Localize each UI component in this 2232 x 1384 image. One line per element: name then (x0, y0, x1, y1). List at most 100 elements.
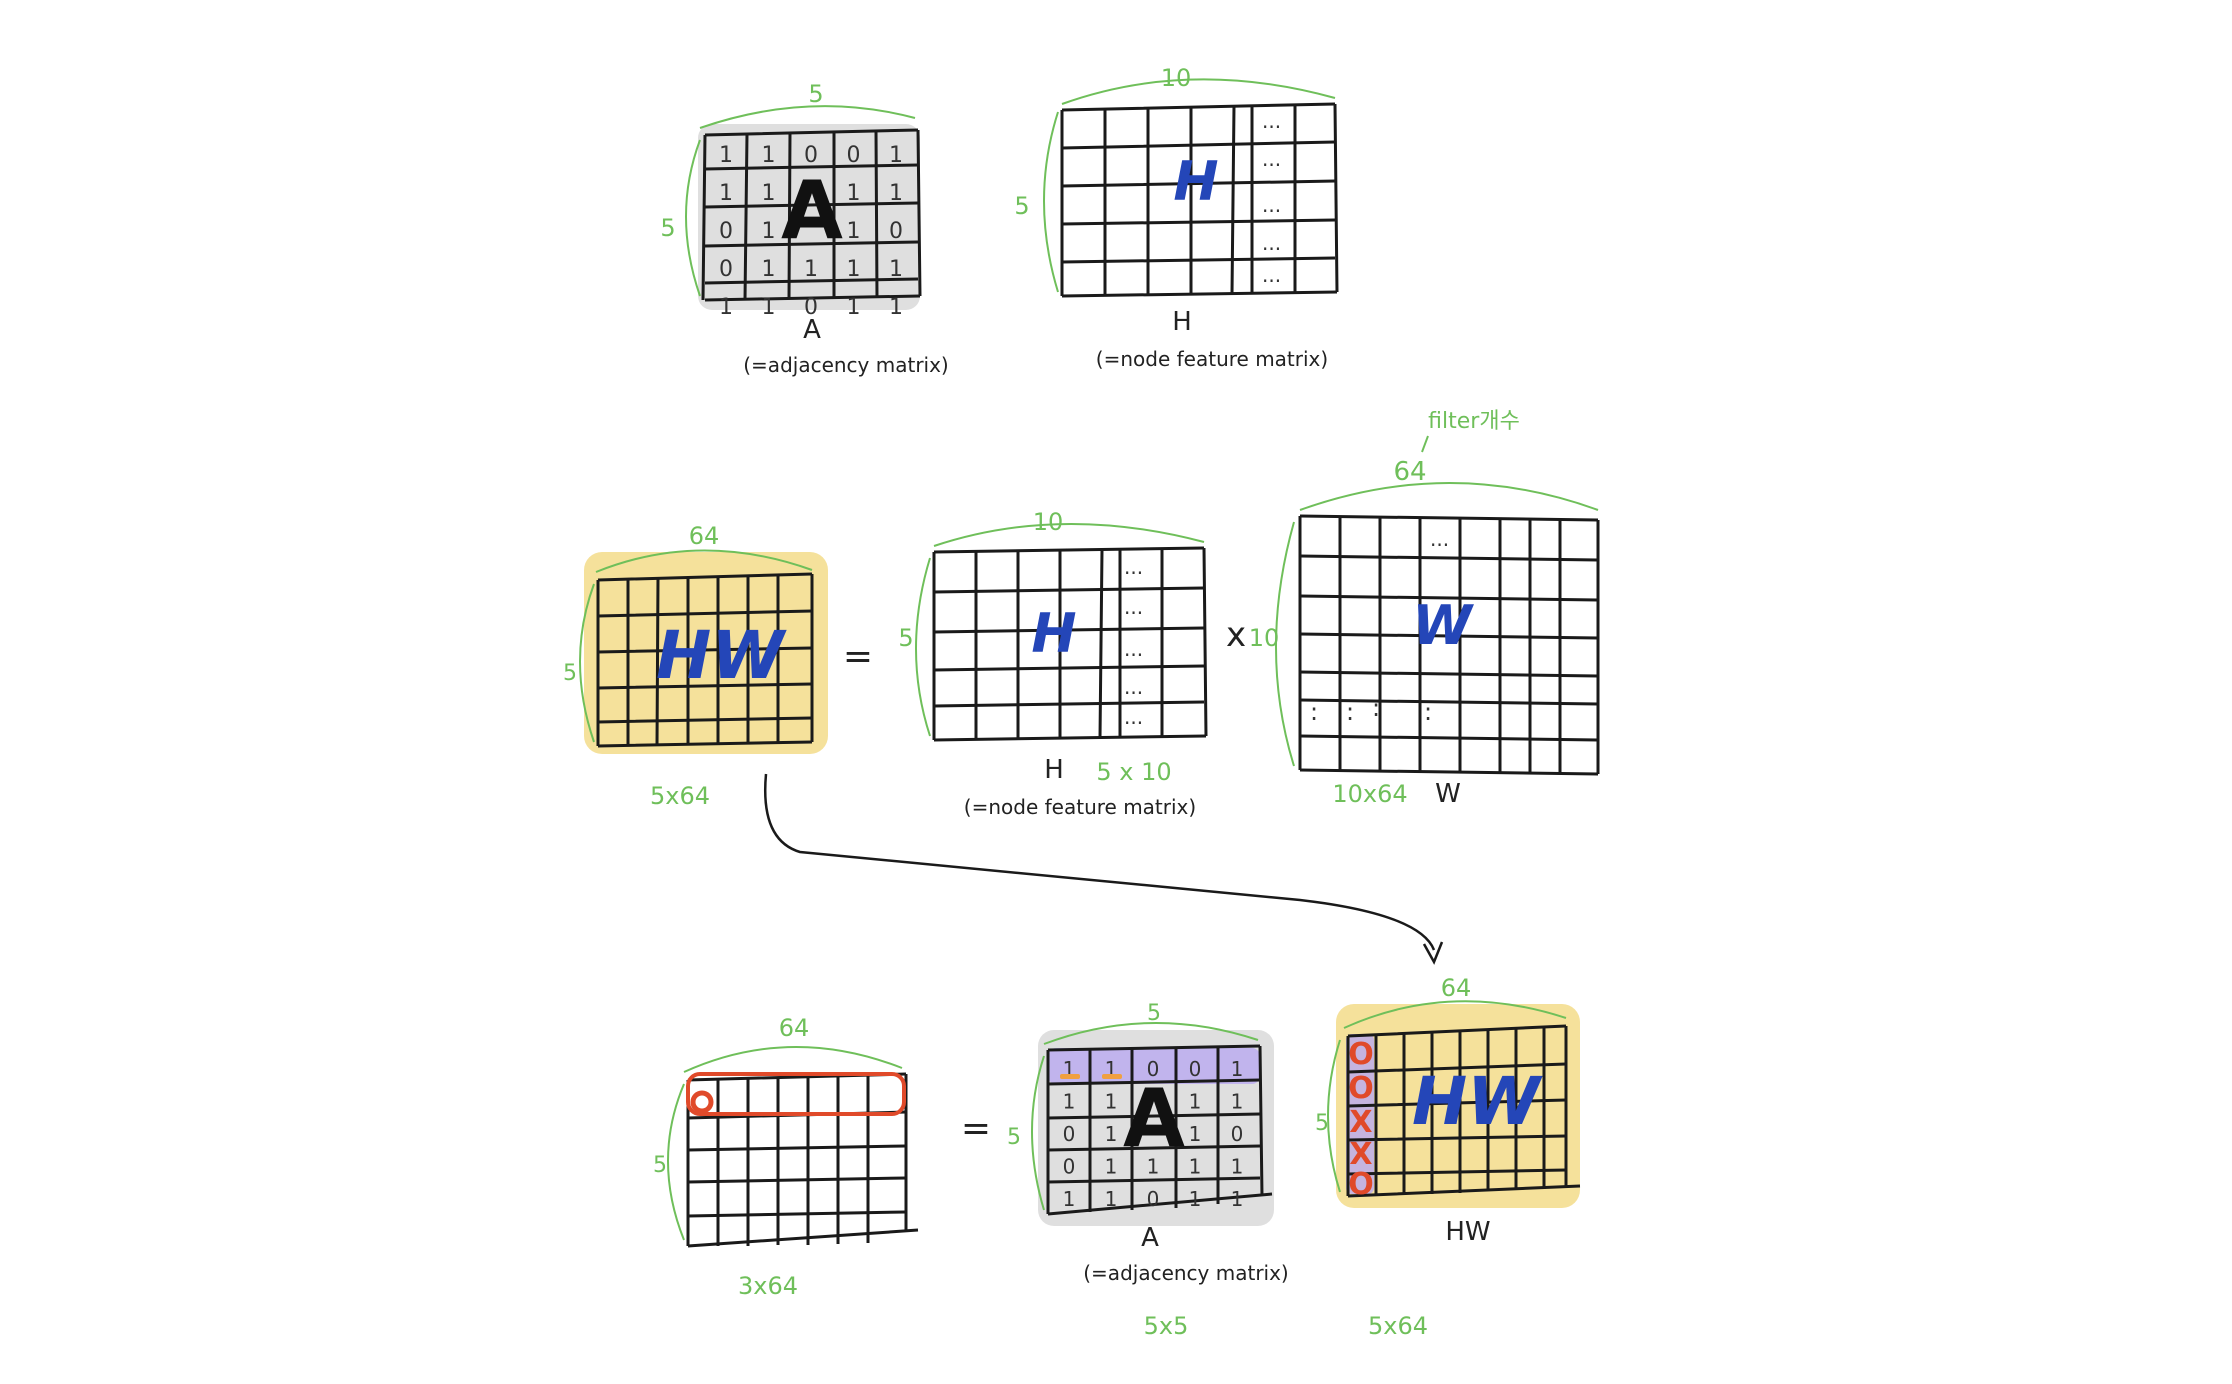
selected-row-highlight (686, 1072, 906, 1116)
left-dimension-arc (1275, 521, 1295, 767)
size-label: 5x64 (1368, 1312, 1428, 1340)
matrix-subcaption: (=node feature matrix) (1096, 347, 1328, 371)
grid (932, 546, 1208, 742)
column-mark: O (1348, 1037, 1374, 1072)
equals-sign: = (961, 1108, 991, 1149)
ellipsis: ... (1262, 109, 1281, 133)
ellipsis: ... (1262, 231, 1281, 255)
ellipsis: ... (1124, 637, 1143, 661)
matrix-cell: 1 (762, 143, 776, 168)
matrix-cell: 0 (719, 257, 733, 282)
matrix-caption: H (1044, 755, 1064, 785)
matrix-cell: 0 (889, 219, 903, 244)
vdots: : (1424, 698, 1432, 726)
matrix-cell: 1 (1231, 1187, 1244, 1211)
dim-left-label: 5 (653, 1153, 667, 1178)
top-dimension-arc (699, 105, 916, 129)
grid (1298, 514, 1600, 776)
matrix-cell: 1 (889, 295, 903, 320)
matrix-cell: 1 (719, 143, 733, 168)
row2-node-feature-matrix: H ... ... ... ... ... 10 5 H 5 x 10 (=no… (898, 508, 1208, 819)
matrix-cell: 0 (847, 143, 861, 168)
matrix-cell: 0 (804, 295, 818, 320)
matrix-cell: 1 (1231, 1090, 1244, 1114)
matrix-cell: 1 (719, 295, 733, 320)
size-label: 3x64 (738, 1272, 798, 1300)
dim-left-label: 5 (1014, 192, 1029, 220)
matrix-caption: A (1141, 1223, 1159, 1253)
dim-left-label: 5 (1315, 1111, 1329, 1136)
row2-hw-matrix: HW 64 5 5x64 (563, 522, 828, 810)
orange-mark (1060, 1074, 1080, 1079)
vertical-dots: : : : : (1310, 694, 1432, 726)
grid (1046, 1044, 1273, 1216)
ellipsis: ... (1124, 555, 1143, 579)
top-dimension-arc (683, 1046, 903, 1073)
matrix-cell: 0 (1063, 1155, 1076, 1179)
matrix-cell: 1 (847, 181, 861, 206)
matrix-cell: 1 (889, 257, 903, 282)
yellow-highlight (1336, 1004, 1580, 1208)
size-label: 5x5 (1144, 1312, 1189, 1340)
matrix-subcaption: (=adjacency matrix) (743, 353, 949, 377)
left-dimension-arc (1043, 111, 1059, 293)
matrix-cell: 1 (1105, 1090, 1118, 1114)
matrix-letter: HW (656, 617, 787, 694)
purple-row-highlight (1048, 1048, 1260, 1084)
matrix-subcaption: (=adjacency matrix) (1083, 1261, 1289, 1285)
dim-top-label: 64 (1393, 457, 1426, 487)
matrix-cell: 1 (1063, 1187, 1076, 1211)
top-dimension-arc (1343, 1000, 1567, 1029)
left-dimension-arc (1031, 1055, 1045, 1211)
left-dimension-arc (685, 139, 701, 297)
matrix-letter: A (1123, 1072, 1185, 1165)
matrix-letter: W (1412, 594, 1474, 657)
matrix-cell: 0 (1189, 1057, 1202, 1081)
matrix-cell: 1 (719, 181, 733, 206)
dim-left-label: 5 (1007, 1125, 1021, 1150)
matrix-cell: 1 (847, 295, 861, 320)
flow-arrow (764, 773, 1436, 951)
matrix-cell: 1 (1189, 1155, 1202, 1179)
size-label: 5 x 10 (1096, 758, 1171, 786)
ellipsis: ... (1430, 527, 1449, 551)
top-dimension-arc (595, 549, 813, 573)
ellipsis: ... (1262, 193, 1281, 217)
dim-top-label: 10 (1033, 508, 1064, 536)
matrix-caption: H (1172, 307, 1192, 337)
matrix-letter: H (1031, 602, 1076, 665)
left-dimension-arc (667, 1083, 685, 1241)
matrix-cell: 1 (847, 257, 861, 282)
matrix-cell: 1 (804, 257, 818, 282)
matrix-cell: 1 (762, 257, 776, 282)
flow-arrow-head (1422, 941, 1444, 965)
matrix-letter: A (781, 164, 843, 257)
size-label: 5x64 (650, 782, 710, 810)
purple-column-highlight (1346, 1034, 1374, 1194)
matrix-cell: 1 (762, 219, 776, 244)
dim-top-label: 64 (689, 522, 720, 550)
row3-hw-matrix: O O X X O HW 64 5 HW 5x64 (1315, 974, 1581, 1340)
gray-highlight (698, 124, 920, 310)
column-mark: X (1349, 1137, 1372, 1172)
matrix-cell: 0 (804, 143, 818, 168)
matrix-cell: 1 (1105, 1155, 1118, 1179)
column-mark: O (1348, 1167, 1374, 1202)
matrix-cell: 1 (1189, 1090, 1202, 1114)
left-dimension-arc (1327, 1039, 1341, 1193)
matrix-letter: H (1173, 150, 1218, 213)
times-sign: x (1226, 615, 1246, 655)
matrix-cell: 1 (1105, 1187, 1118, 1211)
vdots: : (1346, 698, 1354, 726)
dim-top-label: 5 (1147, 1001, 1161, 1026)
matrix-cell: 1 (762, 295, 776, 320)
matrix-cell: 1 (762, 181, 776, 206)
matrix-cell: 0 (1063, 1122, 1076, 1146)
column-marks: O O X X O (1348, 1037, 1374, 1202)
ellipsis: ... (1262, 263, 1281, 287)
